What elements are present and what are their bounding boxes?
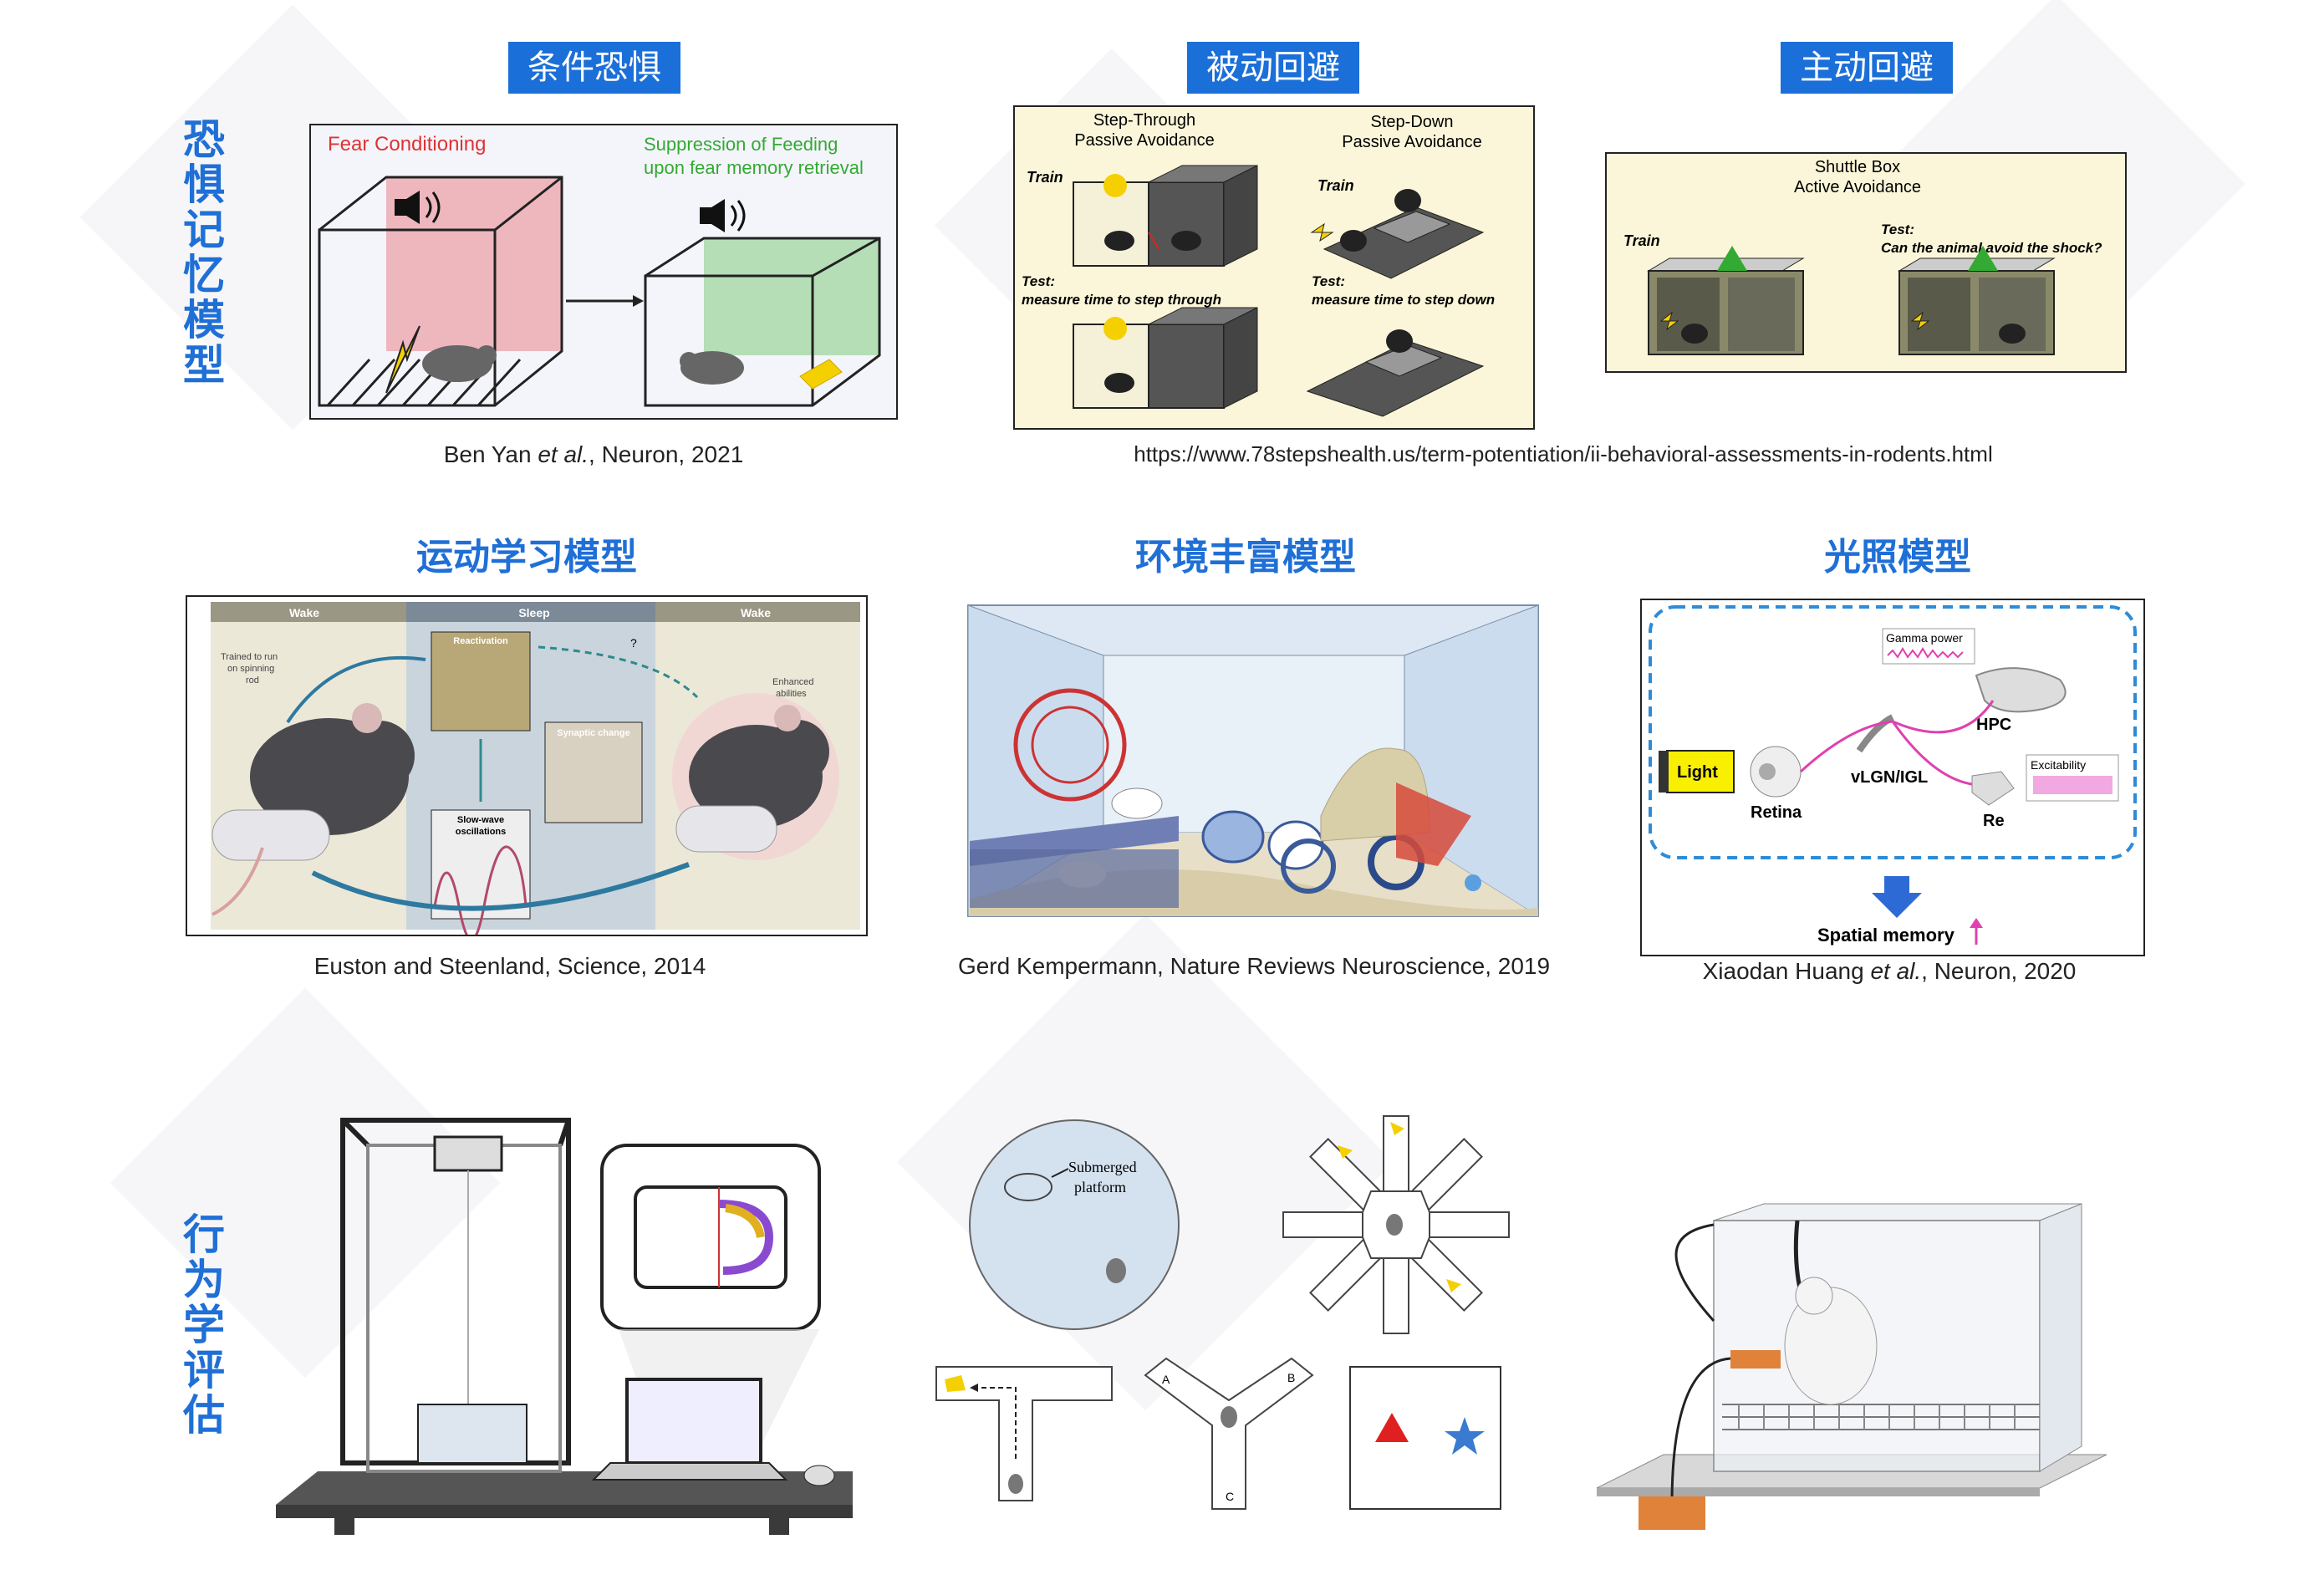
train-label-left: Train	[1027, 169, 1063, 186]
retina-label: Retina	[1751, 803, 1802, 822]
motor-learning-figure: Wake Sleep Wake Trained to run on spinni…	[186, 595, 868, 936]
enhanced-text-2: abilities	[776, 689, 807, 699]
fear-conditioning-title: Fear Conditioning	[328, 133, 486, 155]
train-label-right: Train	[1317, 177, 1354, 194]
active-avoidance-figure: Shuttle Box Active Avoidance Train Test:…	[1605, 152, 2127, 373]
step-through-title-1: Step-Through	[1093, 111, 1195, 130]
motor-learning-drawing: Wake Sleep Wake Trained to run on spinni…	[211, 602, 860, 935]
enriched-environment-drawing	[967, 604, 1539, 917]
step-down-title-2: Passive Avoidance	[1342, 133, 1482, 151]
re-label: Re	[1983, 812, 2005, 830]
y-maze-figure: A B C	[1137, 1350, 1321, 1517]
y-maze-arm-c: C	[1226, 1490, 1234, 1503]
water-maze-drawing: Submerged platform	[969, 1119, 1180, 1330]
passive-avoidance-drawing: Step-Through Passive Avoidance Step-Down…	[1022, 111, 1495, 417]
spatial-memory-label: Spatial memory	[1817, 925, 1955, 946]
step-through-title-2: Passive Avoidance	[1074, 131, 1215, 150]
submerged-label-1: Submerged	[1068, 1159, 1137, 1175]
y-maze-drawing: A B C	[1144, 1357, 1314, 1510]
star-object	[1445, 1417, 1485, 1455]
radial-arm-maze-figure	[1279, 1112, 1513, 1338]
tag-active-avoidance: 主动回避	[1781, 42, 1953, 94]
caption-journal: , Neuron, 2021	[589, 441, 744, 467]
caption-author: Ben Yan	[443, 441, 538, 467]
vlgn-label: vLGN/IGL	[1851, 768, 1928, 787]
triangle-object	[1375, 1413, 1409, 1442]
passive-avoidance-figure: Step-Through Passive Avoidance Step-Down…	[1013, 105, 1535, 430]
water-maze-figure: Submerged platform	[961, 1112, 1187, 1338]
heading-motor-learning: 运动学习模型	[416, 536, 637, 579]
conditioning-chamber-drawing	[1596, 1203, 2107, 1530]
t-maze-drawing	[935, 1366, 1113, 1501]
shuttle-train-label: Train	[1623, 232, 1660, 249]
t-maze-figure	[932, 1358, 1116, 1509]
gamma-power-label: Gamma power	[1886, 631, 1963, 645]
novel-object-drawing	[1349, 1366, 1501, 1510]
test-down-text: measure time to step down	[1312, 292, 1495, 308]
tag-fear-conditioning: 条件恐惧	[508, 42, 680, 94]
question-mark: ?	[630, 636, 637, 650]
enriched-environment-figure	[961, 599, 1547, 925]
category-behavior: 行为学评估	[176, 1212, 225, 1438]
tag-passive-avoidance: 被动回避	[1187, 42, 1359, 94]
heading-light-model: 光照模型	[1824, 536, 1971, 579]
caption-et-al: et al.	[1870, 958, 1922, 984]
tracking-setup-figure	[268, 1104, 869, 1538]
suppression-title-1: Suppression of Feeding	[644, 134, 838, 155]
tracking-setup-drawing	[276, 1118, 853, 1535]
test-label-left: Test:	[1022, 273, 1055, 289]
fear-conditioning-figure: Fear Conditioning Suppression of Feeding…	[309, 124, 898, 420]
light-model-figure: Gamma power HPC Light Retina vLGN/IGL Re…	[1640, 599, 2145, 956]
hpc-label: HPC	[1976, 716, 2011, 734]
novel-object-figure	[1346, 1363, 1505, 1513]
caption-author: Xiaodan Huang	[1702, 958, 1871, 984]
step-down-title-1: Step-Down	[1371, 113, 1454, 131]
heading-enriched-environment: 环境丰富模型	[1135, 536, 1356, 579]
caption-fear-conditioning: Ben Yan et al., Neuron, 2021	[351, 441, 836, 468]
y-maze-arm-a: A	[1162, 1373, 1170, 1386]
light-label: Light	[1677, 763, 1718, 782]
caption-et-al: et al.	[538, 441, 589, 467]
caption-enriched: Gerd Kempermann, Nature Reviews Neurosci…	[957, 953, 1551, 979]
shuttle-box-title-2: Active Avoidance	[1794, 178, 1921, 196]
sleep-label: Sleep	[518, 606, 549, 619]
enhanced-text-1: Enhanced	[772, 677, 814, 687]
trained-text-2: on spinning	[227, 664, 274, 674]
active-avoidance-drawing: Shuttle Box Active Avoidance Train Test:…	[1623, 158, 2102, 355]
trained-text-3: rod	[246, 675, 259, 686]
suppression-title-2: upon fear memory retrieval	[644, 157, 864, 178]
fear-conditioning-drawing: Fear Conditioning Suppression of Feeding…	[318, 133, 881, 407]
caption-url: https://www.78stepshealth.us/term-potent…	[1134, 441, 1993, 466]
test-label-right: Test:	[1312, 273, 1345, 289]
shuttle-test-label: Test:	[1881, 222, 1914, 237]
test-through-text: measure time to step through	[1022, 292, 1221, 308]
synaptic-change-label: Synaptic change	[557, 728, 629, 738]
wake-label-left: Wake	[289, 606, 319, 619]
slow-wave-label-1: Slow-wave	[457, 815, 504, 825]
light-model-drawing: Gamma power HPC Light Retina vLGN/IGL Re…	[1649, 605, 2137, 946]
excitability-label: Excitability	[2031, 758, 2086, 772]
shuttle-box-title-1: Shuttle Box	[1815, 158, 1900, 176]
conditioning-chamber-figure	[1588, 1154, 2123, 1547]
caption-motor-learning: Euston and Steenland, Science, 2014	[313, 953, 706, 979]
category-fear-memory: 恐惧记忆模型	[176, 117, 225, 388]
wake-label-right: Wake	[741, 606, 771, 619]
trained-text-1: Trained to run	[221, 652, 278, 662]
submerged-label-2: platform	[1074, 1179, 1126, 1195]
caption-journal: , Neuron, 2020	[1921, 958, 2077, 984]
radial-arm-maze-drawing	[1282, 1115, 1510, 1334]
reactivation-label: Reactivation	[453, 636, 508, 646]
shuttle-test-question: Can the animal avoid the shock?	[1881, 240, 2102, 256]
y-maze-arm-b: B	[1287, 1371, 1295, 1384]
slow-wave-label-2: oscillations	[456, 827, 507, 837]
caption-light: Xiaodan Huang et al., Neuron, 2020	[1639, 958, 2140, 985]
